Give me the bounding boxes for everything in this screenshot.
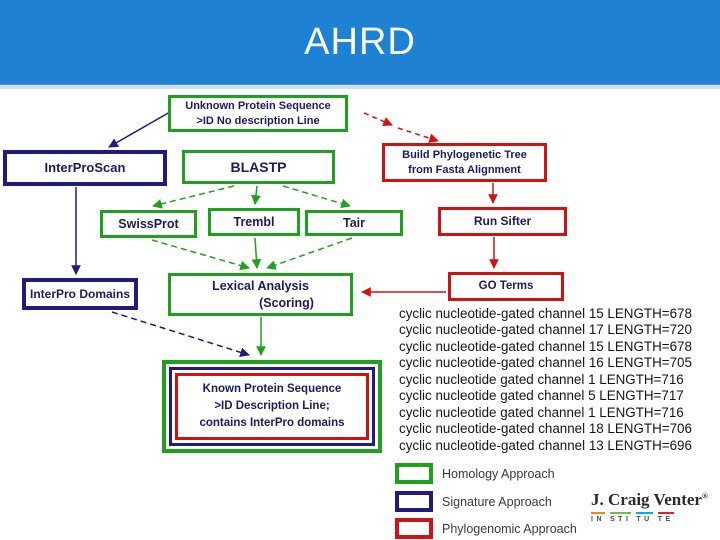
node-lexical-analysis: Lexical Analysis (Scoring) xyxy=(168,273,353,316)
node-build-phylogenetic-tree: Build Phylogenetic Tree from Fasta Align… xyxy=(382,143,547,182)
output-line: cyclic nucleotide-gated channel 15 LENGT… xyxy=(399,306,692,321)
jcvi-logo-name: J. Craig Venter® xyxy=(591,490,708,509)
node-interproscan: InterProScan xyxy=(3,150,167,186)
jcvi-logo-institute: IN STI TU TE xyxy=(591,512,713,523)
node-text: >ID No description Line xyxy=(196,114,320,127)
arrow-blastp-to-swissprot xyxy=(152,185,235,209)
node-text: InterProScan xyxy=(44,160,126,176)
institute-segment: IN xyxy=(591,512,605,523)
node-text: Trembl xyxy=(233,214,275,229)
legend-label: Homology Approach xyxy=(442,466,555,481)
node-text: Known Protein Sequence xyxy=(202,383,342,396)
arrow-tair-to-lexical xyxy=(266,237,353,270)
legend-label: Signature Approach xyxy=(442,494,552,509)
output-line: cyclic nucleotide-gated channel 17 LENGT… xyxy=(399,322,692,338)
node-text: Tair xyxy=(343,215,365,230)
known-protein-red-frame: Known Protein Sequence >ID Description L… xyxy=(175,373,369,440)
institute-segment: STI xyxy=(610,512,632,523)
arrow-unknown-to-interproscan xyxy=(108,111,171,148)
node-text: InterPro Domains xyxy=(29,286,131,301)
node-trembl: Trembl xyxy=(208,208,300,236)
arrow-unknown-to-buildtree-1 xyxy=(363,112,393,127)
node-text: Run Sifter xyxy=(473,214,532,229)
node-text: GO Terms xyxy=(478,279,534,292)
arrow-domains-to-known xyxy=(111,311,250,358)
legend-swatch-homology xyxy=(395,463,433,484)
legend-item-phylogenomic: Phylogenomic Approach xyxy=(395,518,577,539)
output-line: cyclic nucleotide gated channel 1 LENGTH… xyxy=(399,404,684,420)
arrow-blastp-to-trembl xyxy=(251,185,261,205)
node-unknown-protein-sequence: Unknown Protein Sequence >ID No descript… xyxy=(168,95,348,132)
node-interpro-domains: InterPro Domains xyxy=(22,278,138,310)
blast-output-list: cyclic nucleotide-gated channel 15 LENGT… xyxy=(399,306,717,454)
header-divider xyxy=(0,84,720,89)
node-text: Lexical Analysis xyxy=(212,278,309,293)
institute-segment: TE xyxy=(657,512,674,523)
node-text: BLASTP xyxy=(230,158,287,175)
registered-trademark-icon: ® xyxy=(701,491,708,501)
arrow-swissprot-to-lexical xyxy=(151,239,250,271)
legend-swatch-signature xyxy=(395,491,433,512)
legend-label: Phylogenomic Approach xyxy=(442,521,577,536)
node-text: (Scoring) xyxy=(259,295,314,310)
arrow-blastp-to-tair xyxy=(282,185,351,209)
legend-item-homology: Homology Approach xyxy=(395,463,555,484)
institute-segment: TU xyxy=(636,512,653,523)
legend-swatch-phylogenomic xyxy=(395,518,433,539)
slide-title: AHRD xyxy=(304,21,416,63)
node-go-terms: GO Terms xyxy=(448,272,564,301)
node-run-sifter: Run Sifter xyxy=(438,207,567,236)
legend-item-signature: Signature Approach xyxy=(395,491,552,512)
node-text: SwissProt xyxy=(118,216,179,231)
known-protein-navy-frame: Known Protein Sequence >ID Description L… xyxy=(169,367,375,446)
node-swissprot: SwissProt xyxy=(100,210,197,238)
output-line: cyclic nucleotide-gated channel 13 LENGT… xyxy=(399,437,692,453)
node-blastp: BLASTP xyxy=(182,150,335,184)
output-line: cyclic nucleotide-gated channel 18 LENGT… xyxy=(399,421,692,437)
arrow-unknown-to-buildtree-2 xyxy=(397,127,439,143)
output-line: cyclic nucleotide gated channel 5 LENGTH… xyxy=(399,388,684,404)
node-text: >ID Description Line; xyxy=(214,400,330,413)
slide-header-bar xyxy=(0,0,720,84)
node-text: Unknown Protein Sequence xyxy=(185,99,331,112)
arrow-trembl-to-lexical xyxy=(251,237,262,269)
output-line: cyclic nucleotide-gated channel 15 LENGT… xyxy=(399,338,692,354)
node-text: contains InterPro domains xyxy=(199,416,345,429)
jcvi-logo: J. Craig Venter® IN STI TU TE xyxy=(591,490,713,523)
output-line: cyclic nucleotide-gated channel 16 LENGT… xyxy=(399,355,692,371)
node-text: from Fasta Alignment xyxy=(408,163,521,176)
node-text: Build Phylogenetic Tree xyxy=(402,148,527,161)
node-tair: Tair xyxy=(305,210,403,236)
output-line: cyclic nucleotide gated channel 1 LENGTH… xyxy=(399,371,684,387)
node-known-protein-sequence: Known Protein Sequence >ID Description L… xyxy=(162,360,382,453)
